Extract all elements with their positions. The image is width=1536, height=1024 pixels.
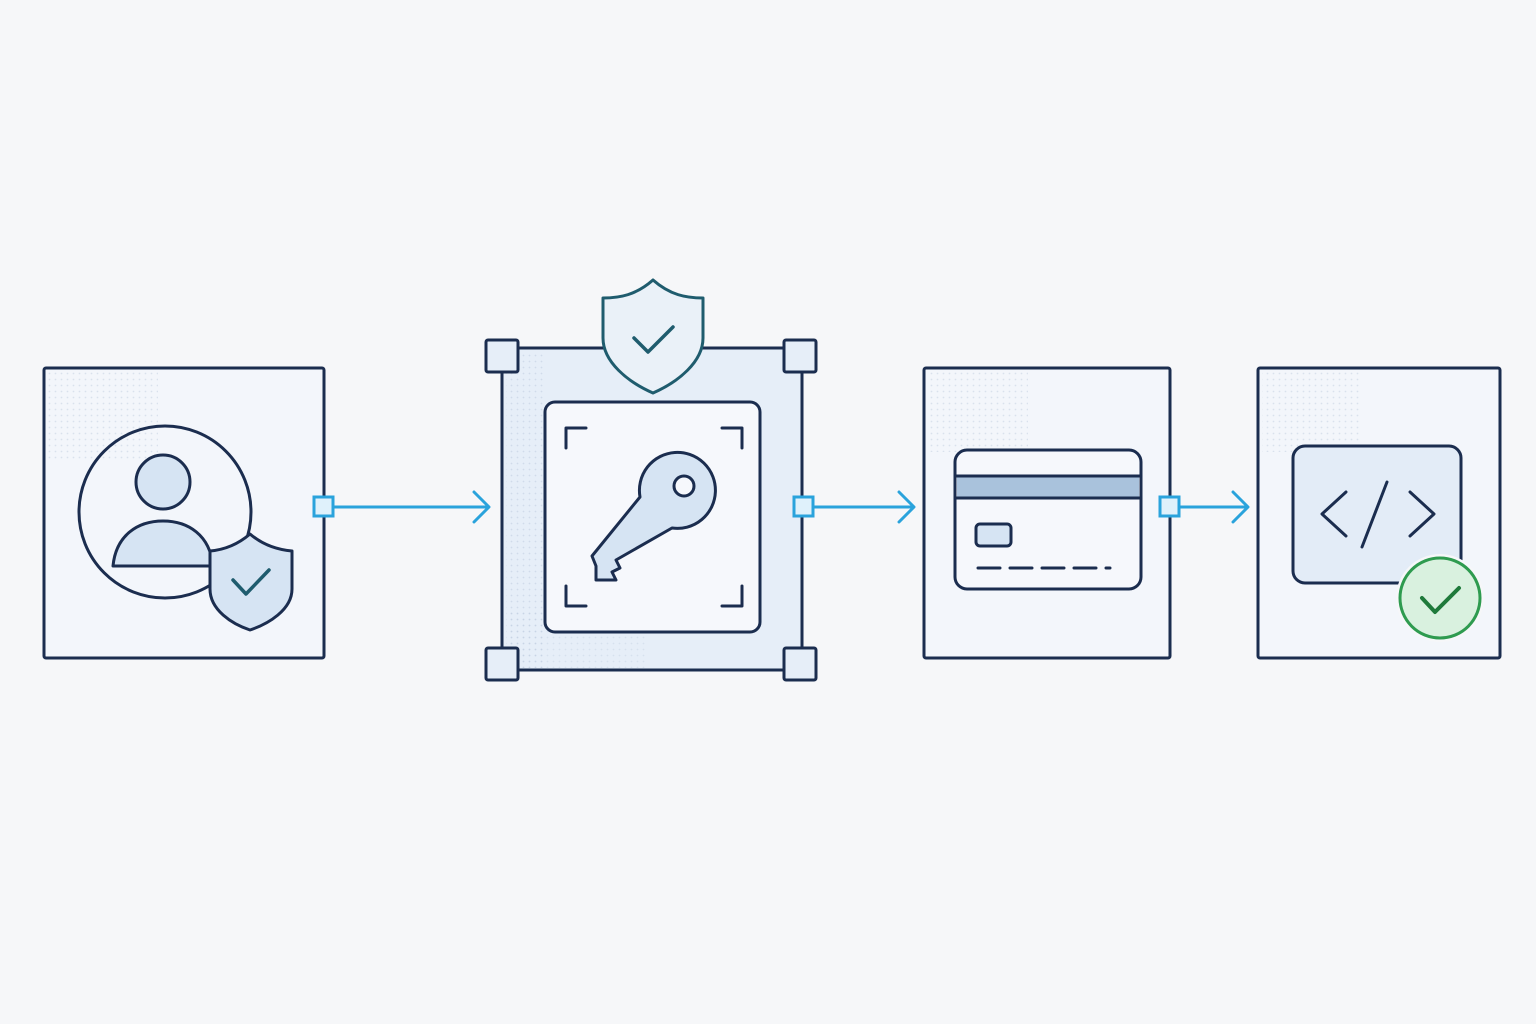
connector-payment-to-code[interactable] (1158, 490, 1250, 524)
resize-handle-top-left[interactable] (484, 338, 520, 374)
scan-corners (564, 426, 744, 608)
step-payment[interactable] (922, 366, 1172, 660)
connector-identity-to-key[interactable] (312, 490, 491, 524)
panel-dot-texture (1262, 372, 1362, 452)
resize-handle-top-right[interactable] (782, 338, 818, 374)
key-icon (590, 450, 717, 582)
user-shield-icon (77, 424, 294, 632)
step-identity[interactable] (42, 366, 326, 660)
check-circle-icon (1396, 554, 1484, 642)
connector-handle[interactable] (1158, 495, 1181, 518)
resize-handles[interactable] (484, 338, 818, 682)
connector-handle[interactable] (312, 495, 335, 518)
credit-card-icon (953, 448, 1143, 591)
shield-check-icon (601, 278, 705, 395)
resize-handle-bottom-left[interactable] (484, 646, 520, 682)
panel-dot-texture (48, 372, 158, 462)
connector-handle[interactable] (792, 495, 815, 518)
code-icon (1291, 444, 1463, 585)
resize-handle-bottom-right[interactable] (782, 646, 818, 682)
step-key[interactable] (484, 278, 818, 682)
step-code[interactable] (1256, 366, 1502, 660)
panel-dot-texture (928, 372, 1028, 452)
connector-key-to-payment[interactable] (792, 490, 916, 524)
